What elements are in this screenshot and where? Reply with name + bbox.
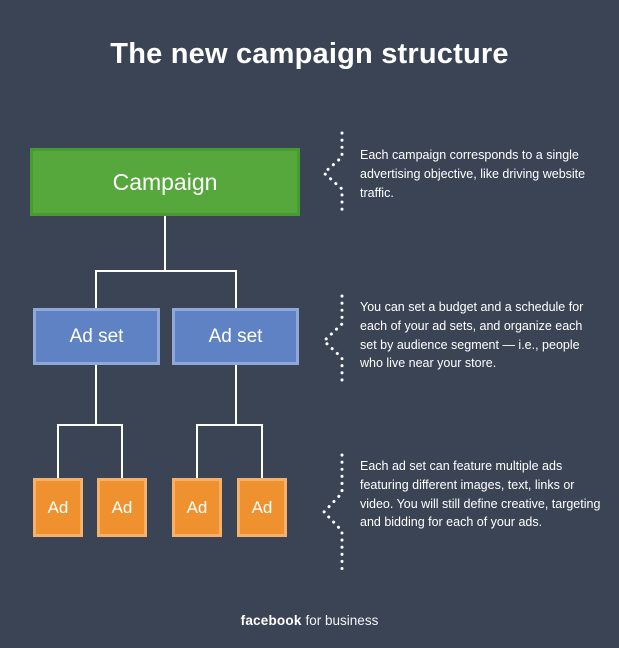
connector-line	[57, 424, 123, 426]
ad-label: Ad	[111, 497, 133, 517]
facebook-wordmark: facebook	[240, 613, 302, 628]
ad-node-4: Ad	[237, 478, 287, 537]
connector-line	[95, 365, 97, 426]
adset-node-1: Ad set	[33, 308, 160, 365]
annotation-campaign: Each campaign corresponds to a single ad…	[360, 148, 586, 200]
connector-line	[121, 424, 123, 480]
connector-line	[164, 216, 166, 272]
footer-suffix: for business	[305, 613, 379, 628]
ad-label: Ad	[47, 497, 69, 517]
ad-node-3: Ad	[172, 478, 222, 537]
connector-line	[235, 270, 237, 310]
adset-node-2: Ad set	[172, 308, 299, 365]
adset-label: Ad set	[208, 325, 263, 347]
ad-node-1: Ad	[33, 478, 83, 537]
annotation-ad: Each ad set can feature multiple ads fea…	[360, 459, 601, 530]
connector-line	[196, 424, 263, 426]
ad-label: Ad	[251, 497, 273, 517]
ad-node-2: Ad	[97, 478, 147, 537]
brace-icon	[318, 452, 348, 572]
brace-icon	[318, 130, 348, 216]
connector-line	[57, 424, 59, 480]
adset-label: Ad set	[69, 325, 124, 347]
connector-line	[95, 270, 97, 310]
campaign-label: Campaign	[112, 168, 218, 195]
ad-label: Ad	[186, 497, 208, 517]
annotation-adset: You can set a budget and a schedule for …	[360, 300, 584, 371]
page-title: The new campaign structure	[110, 38, 509, 70]
brace-icon	[318, 293, 348, 389]
connector-line	[196, 424, 198, 480]
connector-line	[95, 270, 237, 272]
campaign-node: Campaign	[30, 148, 300, 216]
connector-line	[235, 365, 237, 426]
connector-line	[261, 424, 263, 480]
